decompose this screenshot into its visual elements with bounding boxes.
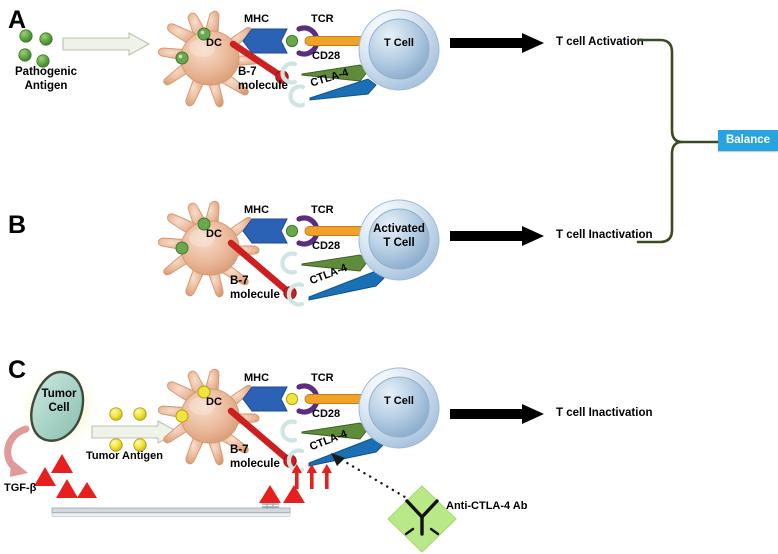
tumor-cell (14, 362, 106, 454)
balance-box: Balance (718, 130, 778, 151)
antigen-transfer-arrow-a (62, 32, 151, 56)
cd28-receptor-c (280, 419, 369, 443)
mhc-complex-b (242, 215, 320, 247)
b7-caption-a: B-7 molecule (238, 66, 288, 93)
cd28-receptor-b (280, 251, 369, 275)
b7-caption-c-line2: molecule (230, 457, 280, 470)
cd28-label-b: CD28 (312, 240, 341, 252)
outcome-text-b: T cell Inactivation (556, 229, 653, 241)
b7-caption-b-line2: molecule (230, 288, 280, 301)
dc-label-b: DC (206, 228, 222, 240)
outcome-arrow-b (450, 226, 544, 246)
tumor-cell-label-line2: Cell (48, 401, 70, 414)
tgf-beta-arrow (4, 425, 30, 477)
pathogenic-antigen-caption: Pathogenic Antigen (0, 66, 92, 93)
ctla4-receptor-b (286, 270, 385, 307)
balance-bracket (636, 38, 720, 244)
b7-caption-b-line1: B-7 (230, 275, 249, 287)
mhc-label-c: MHC (244, 372, 270, 384)
tgf-beta-label: TGF-β (4, 482, 37, 494)
tumor-cell-label: Tumor Cell (30, 388, 88, 415)
tgf-beta-particles (34, 454, 97, 498)
pathogenic-antigen-caption-line1: Pathogenic (15, 66, 77, 78)
dendritic-cell-b (157, 200, 260, 298)
mhc-label-a: MHC (244, 13, 270, 25)
tumor-antigen-label: Tumor Antigen (86, 450, 163, 462)
antibody-target-pointer (331, 453, 412, 502)
t-cell-a (358, 9, 440, 91)
tcr-label-a: TCR (311, 13, 334, 25)
cd28-label-c: CD28 (312, 408, 341, 420)
outcome-text-a: T cell Activation (556, 36, 644, 48)
anti-ctla4-antibody-icon (387, 485, 457, 553)
b7-caption-line1: B-7 (238, 66, 257, 78)
ctla4-receptor-a (288, 78, 377, 108)
tgf-beta-particles-promoter (259, 485, 305, 503)
tumor-antigen-dots (109, 407, 147, 452)
t-cell-c (358, 367, 440, 449)
outcome-arrow-a (450, 33, 544, 53)
t-cell-label-b: Activated T Cell (373, 223, 425, 250)
t-cell-b (358, 199, 440, 281)
t-cell-label-c: T Cell (384, 395, 414, 407)
anti-ctla4-antibody-label: Anti-CTLA-4 Ab (446, 500, 528, 512)
t-cell-label-b-line2: T Cell (383, 236, 415, 249)
ctla4-upregulation-arrows (291, 464, 332, 489)
cd28-receptor-a (280, 61, 369, 85)
outcome-arrow-c (450, 404, 544, 424)
tcr-label-b: TCR (311, 204, 334, 216)
b7-caption-b: B-7 molecule (230, 275, 280, 302)
dendritic-cell-a (157, 10, 260, 108)
mhc-label-b: MHC (244, 204, 270, 216)
panel-label-b: B (8, 211, 27, 239)
pathogenic-antigen-caption-line2: Antigen (24, 79, 68, 92)
t-cell-label-b-line1: Activated (373, 223, 425, 235)
tumor-cell-label-line1: Tumor (41, 388, 77, 400)
cd28-label-a: CD28 (312, 50, 341, 62)
pathogenic-antigen-dots (18, 29, 53, 68)
panel-label-c: C (8, 356, 27, 384)
panel-label-a: A (8, 6, 27, 34)
outcome-text-c: T cell Inactivation (556, 407, 653, 419)
t-cell-label-a: T Cell (384, 37, 414, 49)
b7-caption-c: B-7 molecule (230, 444, 280, 471)
tcr-label-c: TCR (311, 372, 334, 384)
dc-label-a: DC (206, 37, 222, 49)
dc-label-c: DC (206, 396, 222, 408)
b7-caption-c-line1: B-7 (230, 444, 249, 456)
b7-caption-line2: molecule (238, 79, 288, 92)
